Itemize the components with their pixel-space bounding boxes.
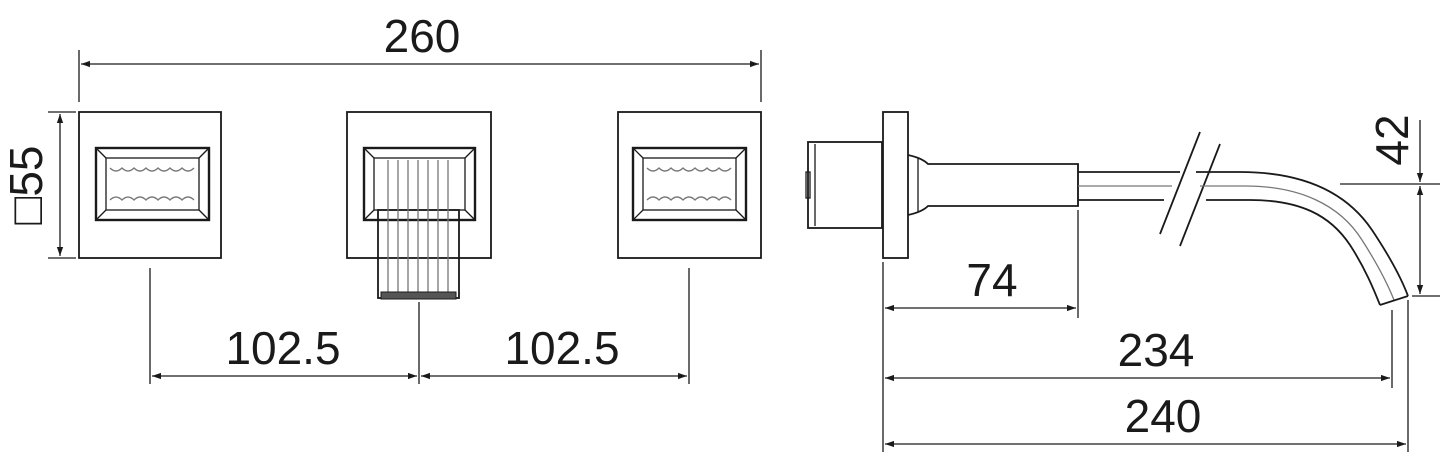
left-handle-plate: [78, 111, 222, 259]
dimension-label-spout-reach: 234: [1118, 324, 1195, 376]
dimension-label-right-spacing: 102.5: [504, 322, 619, 374]
dimension-label-total-reach: 240: [1125, 390, 1202, 442]
dimension-label-spout-height: 42: [1366, 114, 1418, 165]
rear-body: [805, 141, 883, 229]
dimension-handle-spacing: 102.5 102.5: [149, 268, 690, 384]
center-spout-plate: [346, 111, 492, 300]
front-view: 260 □55: [0, 10, 762, 384]
dimension-label-body-depth: 74: [966, 254, 1017, 306]
side-view: 42 74 234 240: [805, 111, 1440, 452]
dimension-label-plate-size: □55: [0, 146, 52, 225]
spout: [907, 131, 1409, 306]
dimension-overall-width: 260: [78, 10, 762, 102]
dimension-side-depths: 74 234 240: [882, 210, 1409, 452]
dimension-label-left-spacing: 102.5: [225, 322, 340, 374]
right-handle-plate: [617, 111, 762, 259]
dimension-spout-height: 42: [1340, 114, 1440, 297]
dimension-label-overall-width: 260: [384, 10, 461, 62]
dimension-plate-size: □55: [0, 111, 76, 259]
wall-flange: [882, 111, 909, 259]
